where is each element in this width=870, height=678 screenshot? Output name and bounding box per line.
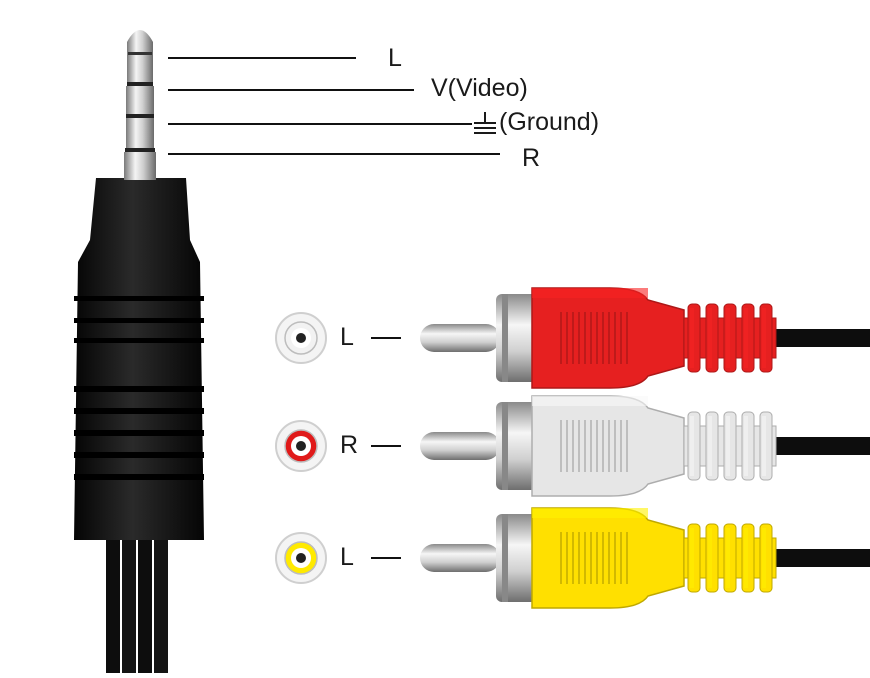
- pin-label-video: V(Video): [431, 74, 528, 102]
- rca-plugs: [275, 287, 870, 609]
- rca-plug-video: [275, 507, 870, 609]
- jack-plug-body: [74, 178, 204, 540]
- pin-label-ground: (Ground): [474, 110, 599, 135]
- ground-symbol-icon: [474, 112, 496, 134]
- pin-label-r: R: [522, 144, 541, 172]
- rca-plug-right-audio: [275, 395, 870, 497]
- rca-label-video: L: [340, 543, 354, 571]
- rca-pin-video: [420, 544, 500, 572]
- rca-cable-right-audio: [770, 437, 870, 455]
- pin-leader-lines: [168, 57, 500, 155]
- rca-cable-left-audio: [770, 329, 870, 347]
- rca-cable-video: [770, 549, 870, 567]
- rca-socket-left-audio-icon: [275, 312, 327, 364]
- rca-body-left-audio: [531, 287, 685, 389]
- pin-label-ground-text: (Ground): [499, 108, 600, 136]
- rca-plug-left-audio: [275, 287, 870, 389]
- rca-grip-fins-video: [683, 523, 777, 593]
- rca-pin-left-audio: [420, 324, 500, 352]
- rca-pin-right-audio: [420, 432, 500, 460]
- rca-grip-fins-left-audio: [683, 303, 777, 373]
- rca-socket-video-icon: [275, 532, 327, 584]
- rca-grip-fins-right-audio: [683, 411, 777, 481]
- jack-cable: [106, 520, 168, 673]
- pin-label-l: L: [388, 44, 402, 72]
- rca-body-video: [531, 507, 685, 609]
- rca-body-right-audio: [531, 395, 685, 497]
- jack-metal-tip: [124, 30, 156, 180]
- rca-label-left-audio: L: [340, 323, 354, 351]
- rca-label-right-audio: R: [340, 431, 359, 459]
- rca-socket-right-audio-icon: [275, 420, 327, 472]
